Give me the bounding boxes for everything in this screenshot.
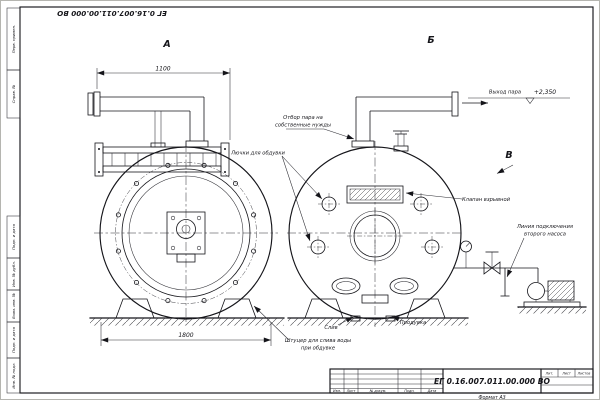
margin-label: Перв. примен.: [11, 25, 16, 54]
title-sheets-label: Листов: [577, 372, 591, 376]
view-a-boiler-front: [87, 68, 285, 346]
elevation-mark-value: +2,350: [534, 89, 556, 96]
drawing-frame: [19, 6, 594, 394]
view-a-label: А: [162, 39, 170, 50]
margin-label: Взам. инв. №: [11, 293, 16, 319]
title-col-podp: Подп.: [404, 389, 414, 393]
title-block: Изм. Лист № докум. Подп. Дата ЕГ 0.16.00…: [329, 368, 594, 394]
title-col-list: Лист: [346, 389, 357, 393]
format-label: Формат А3: [478, 395, 505, 400]
title-col-izm: Изм.: [333, 389, 341, 393]
margin-label: Инв. № подл.: [11, 362, 16, 388]
dimension-1100: 1100: [155, 66, 170, 73]
annotation-second-pump-line1: Линия подключения: [516, 224, 573, 230]
annotation-second-pump-line2: второго насоса: [524, 232, 566, 238]
title-sheet-label: Лист: [561, 372, 572, 376]
annotation-blowdown: Продувка: [400, 320, 426, 326]
annotation-explosion-valve: Клапан взрывной: [462, 197, 511, 203]
annotation-own-needs-line2: собственные нужды: [275, 123, 331, 129]
margin-label: Справ. №: [11, 85, 16, 104]
annotation-drain-fitting-line1: Штуцер для слива воды: [285, 338, 351, 344]
annotation-steam-outlet: Выход пара: [489, 90, 521, 96]
margin-label: Подп. и дата: [11, 326, 16, 353]
margin-column: Перв. примен. Справ. № Подп. и дата Инв.…: [6, 7, 21, 394]
annotation-drain-fitting-line2: при обдувке: [301, 346, 335, 352]
annotation-own-needs-line1: Отбор пара на: [283, 115, 323, 121]
title-col-data: Дата: [427, 389, 437, 393]
margin-label: Подп. и дата: [11, 223, 16, 250]
title-lit-label: Лит.: [545, 372, 554, 376]
annotation-drain: Слив: [324, 325, 337, 331]
title-col-docnum: № докум.: [369, 389, 387, 393]
margin-label: Инв. № дубл.: [11, 261, 16, 287]
view-b-label: Б: [427, 35, 434, 46]
annotation-soot-hatches: Лючки для обдувки: [230, 151, 285, 157]
title-doc-number: ЕГ 0.16.007.011.00.000 ВО: [434, 377, 550, 386]
leader-lines: [253, 128, 525, 341]
dimension-1800: 1800: [178, 332, 193, 339]
view-b-boiler-rear: [287, 91, 587, 327]
top-stamp-doc-number: ЕГ 0.16.007.011.00.000 ВО: [57, 9, 167, 18]
view-v-label: В: [505, 150, 512, 161]
